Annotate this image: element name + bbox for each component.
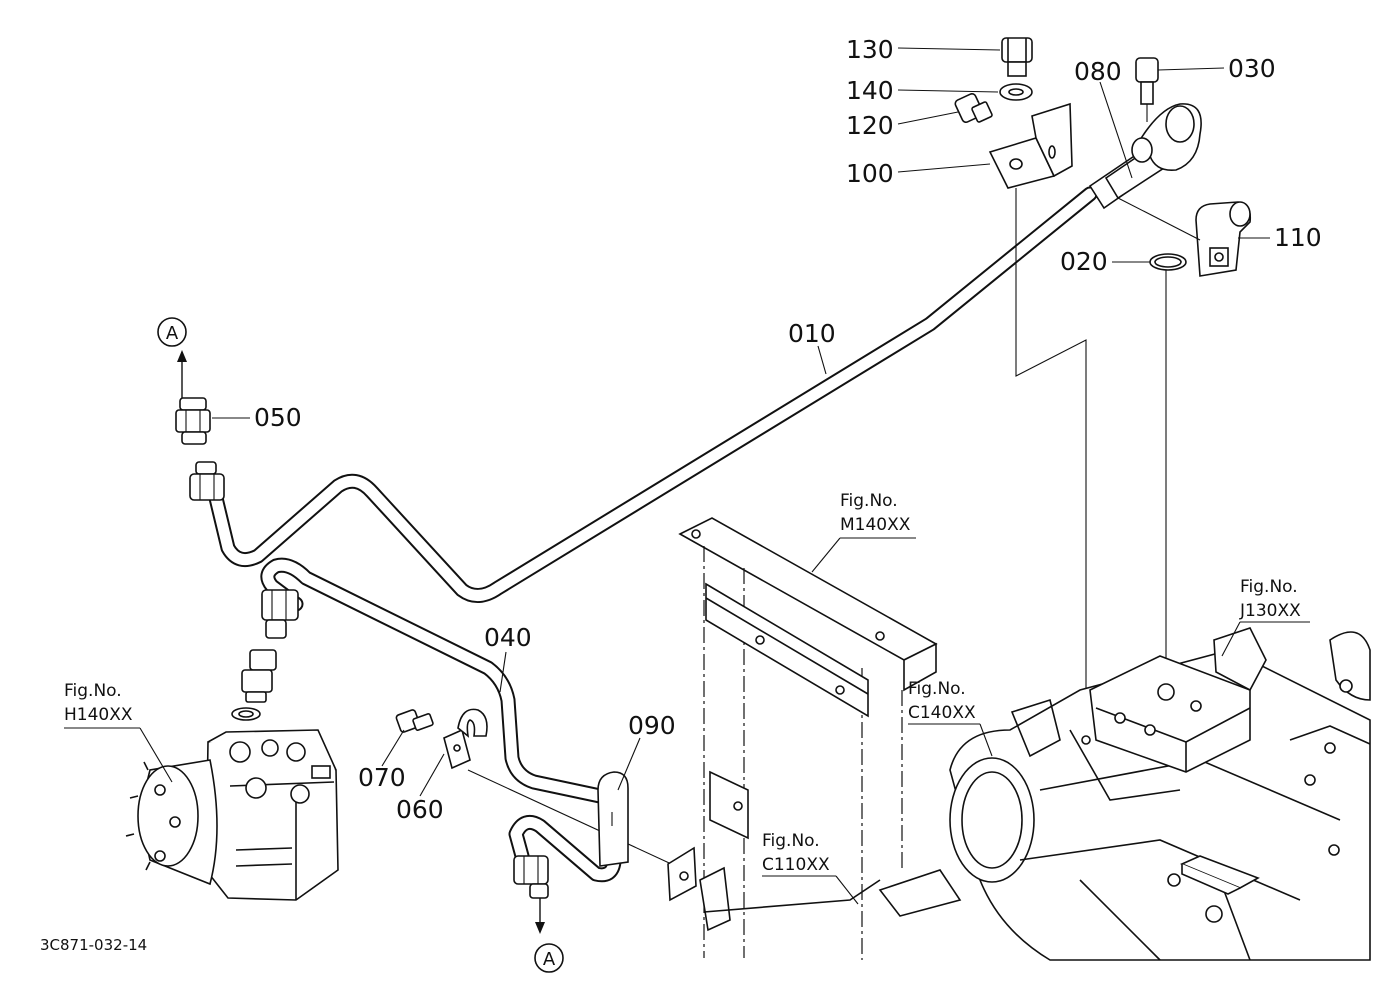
label-110: 110 [1274,223,1322,252]
label-070: 070 [358,763,406,792]
leader-lines [64,47,1310,905]
fig-ref-m140-line1: Fig.No. [840,491,898,511]
bolt-070 [395,709,434,733]
label-040: 040 [484,623,532,652]
pipe-end-nut-upper [189,461,225,501]
reference-marker-bottom-label: A [543,949,556,970]
label-050: 050 [254,403,302,432]
fig-ref-j130-line2: J130XX [1239,601,1301,621]
frame-plate-m140 [678,517,938,692]
steering-unit [125,729,339,901]
frame-bracket-c110 [699,770,881,932]
reference-marker-top-label: A [166,323,179,344]
fig-ref-j130-line1: Fig.No. [1240,577,1298,597]
transmission-housing [878,649,1371,961]
washer-140 [999,83,1033,101]
o-ring-020 [1149,253,1187,271]
bolt-130 [1001,37,1033,77]
label-100: 100 [846,159,894,188]
fig-ref-c110-line1: Fig.No. [762,831,820,851]
label-130: 130 [846,35,894,64]
label-140: 140 [846,76,894,105]
label-090: 090 [628,711,676,740]
pipe-end-nut-lower [513,855,549,899]
bracket-plate [667,846,697,902]
adapter-fittings [231,589,299,721]
label-020: 020 [1060,247,1108,276]
pipe-040 [260,557,622,883]
bracket-100 [988,102,1073,189]
sensor-120 [954,92,993,124]
hose-080 [1088,103,1202,210]
label-120: 120 [846,111,894,140]
pipe-010 [208,186,1098,603]
hydraulic-block-j130 [1081,627,1371,856]
fig-ref-m140-line2: M140XX [840,515,911,535]
label-030: 030 [1228,54,1276,83]
reference-marker-top: A [157,317,187,398]
fig-ref-c110-line2: C110XX [762,855,830,875]
reference-marker-bottom: A [534,898,564,973]
fig-ref-h140-line2: H140XX [64,705,133,725]
label-080: 080 [1074,57,1122,86]
clamp-060 [443,708,681,869]
clamp-110 [1195,201,1252,277]
figure-code: 3C871-032-14 [40,936,147,954]
fitting-050 [175,397,211,445]
assembly-lines [1015,188,1201,740]
label-060: 060 [396,795,444,824]
fig-ref-c140-line1: Fig.No. [908,679,966,699]
bolt-030 [1135,57,1159,122]
clamp-090 [597,771,629,867]
frame-side-c140 [703,546,903,960]
label-010: 010 [788,319,836,348]
fig-ref-c140-line2: C140XX [908,703,976,723]
fig-ref-h140-line1: Fig.No. [64,681,122,701]
